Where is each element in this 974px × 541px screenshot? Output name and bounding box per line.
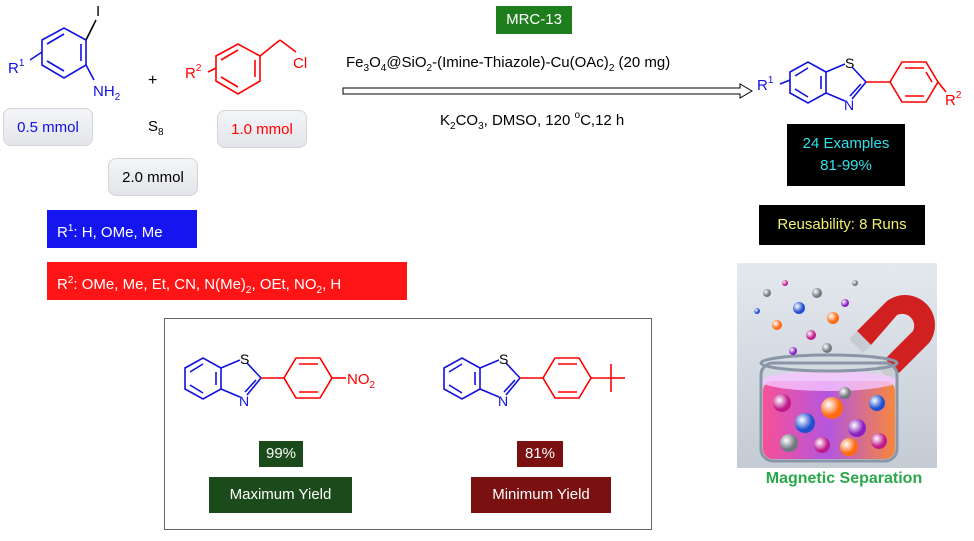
sulfur-amount-box: 2.0 mmol — [108, 158, 198, 196]
particles-in-liquid — [773, 387, 887, 456]
aniline-r1-label: R1 — [8, 58, 25, 77]
max-yield-percent: 99% — [259, 441, 303, 467]
product-structure — [779, 61, 947, 104]
benzyl-r2-label: R2 — [185, 63, 202, 82]
product-n-label: N — [844, 97, 854, 113]
min-yield-label: Minimum Yield — [471, 477, 611, 513]
benzyl-chloride-structure — [207, 39, 297, 95]
max-yield-structure — [184, 357, 346, 400]
product-r1-label: R1 — [757, 75, 774, 94]
product-s-label: S — [845, 55, 854, 71]
examples-box: 24 Examples 81-99% — [787, 124, 905, 186]
min-n-label: N — [498, 393, 508, 409]
particles-in-air — [754, 280, 858, 355]
max-s-label: S — [240, 351, 249, 367]
reaction-arrow — [342, 83, 753, 99]
min-s-label: S — [499, 351, 508, 367]
chloro-label: Cl — [293, 55, 307, 72]
plus-sign: + — [148, 72, 157, 89]
max-n-label: N — [239, 393, 249, 409]
reusability-box: Reusability: 8 Runs — [759, 205, 925, 245]
nitro-label: NO2 — [347, 371, 376, 391]
base-solvent-conditions-text: K2CO3, DMSO, 120 oC,12 h — [440, 110, 624, 132]
r2-substituents-bar: R2: OMe, Me, Et, CN, N(Me)2, OEt, NO2, H — [47, 262, 407, 300]
magnetic-separation-illustration — [737, 263, 937, 468]
nh2-label: NH2 — [93, 83, 121, 103]
min-yield-structure — [443, 357, 625, 400]
example-products-frame — [164, 318, 652, 530]
r1-substituents-bar: R1: H, OMe, Me — [47, 210, 197, 248]
min-yield-percent: 81% — [517, 441, 563, 467]
catalyst-tag: MRC-13 — [496, 6, 572, 34]
sulfur-label: S8 — [148, 118, 164, 138]
product-r2-label: R2 — [945, 90, 962, 109]
benzyl-amount-box: 1.0 mmol — [217, 110, 307, 148]
max-yield-label: Maximum Yield — [209, 477, 352, 513]
iodo-label: I — [96, 3, 100, 20]
catalyst-conditions-text: Fe3O4@SiO2-(Imine-Thiazole)-Cu(OAc)2 (20… — [346, 54, 670, 74]
magnetic-separation-caption: Magnetic Separation — [765, 470, 923, 487]
aniline-amount-box: 0.5 mmol — [3, 108, 93, 146]
